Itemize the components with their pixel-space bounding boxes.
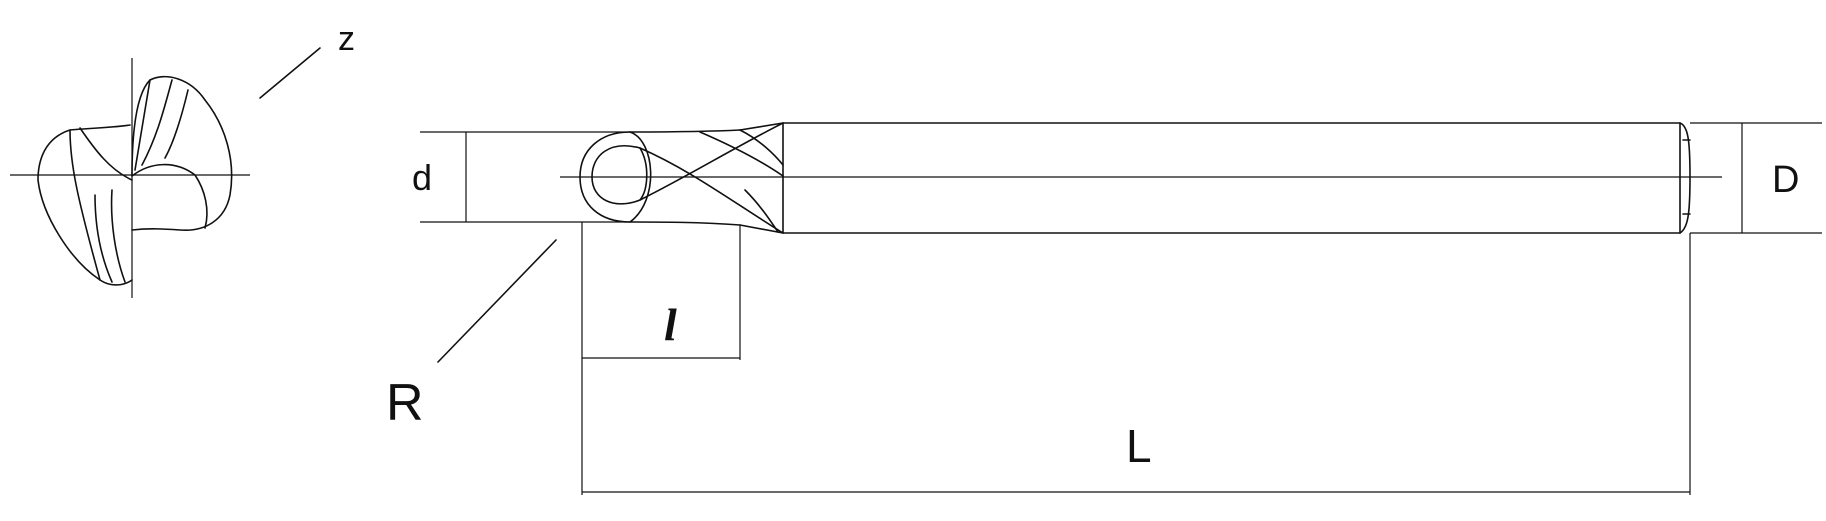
z-label: z bbox=[338, 20, 355, 58]
dimension-d: d bbox=[412, 131, 630, 223]
flute-helix-3 bbox=[699, 131, 784, 177]
ball-nose-outer-edge bbox=[629, 131, 652, 223]
ball-nose-front-edge bbox=[639, 147, 648, 201]
end-view bbox=[10, 58, 250, 298]
flute-helix-2 bbox=[639, 122, 784, 201]
end-view-left-lobe-flute bbox=[79, 127, 133, 181]
dimension-l: l bbox=[581, 222, 741, 495]
end-view-right-lobe-flute bbox=[141, 79, 173, 166]
neck-taper-bottom bbox=[739, 224, 784, 234]
shank-end-chamfer bbox=[1679, 122, 1691, 234]
dimension-L: L bbox=[582, 233, 1691, 495]
flute-helix-5 bbox=[739, 129, 784, 166]
flute-helix-1 bbox=[639, 147, 784, 234]
z-leader-line bbox=[259, 47, 321, 99]
ball-nose-inner bbox=[591, 145, 641, 205]
end-view-left-lobe-flute-2 bbox=[94, 194, 113, 283]
end-view-left-lobe-flute-3 bbox=[110, 189, 126, 283]
end-view-right-lobe bbox=[131, 75, 233, 231]
ball-head-outline bbox=[579, 129, 741, 226]
side-view bbox=[560, 122, 1722, 234]
end-view-right-lobe-flute-2 bbox=[164, 89, 189, 159]
neck-taper-top bbox=[739, 122, 784, 131]
L-label: L bbox=[1126, 420, 1152, 472]
dimension-D: D bbox=[1690, 122, 1822, 234]
R-leader-line bbox=[437, 239, 557, 363]
end-view-left-lobe-edge bbox=[69, 129, 101, 281]
end-view-center-flute bbox=[131, 163, 208, 229]
l-label: l bbox=[664, 299, 677, 350]
end-view-right-lobe-edge bbox=[134, 79, 151, 171]
D-label: D bbox=[1772, 159, 1799, 201]
R-label: R bbox=[386, 374, 424, 432]
flute-helix-4 bbox=[744, 189, 779, 233]
d-label: d bbox=[412, 157, 432, 198]
